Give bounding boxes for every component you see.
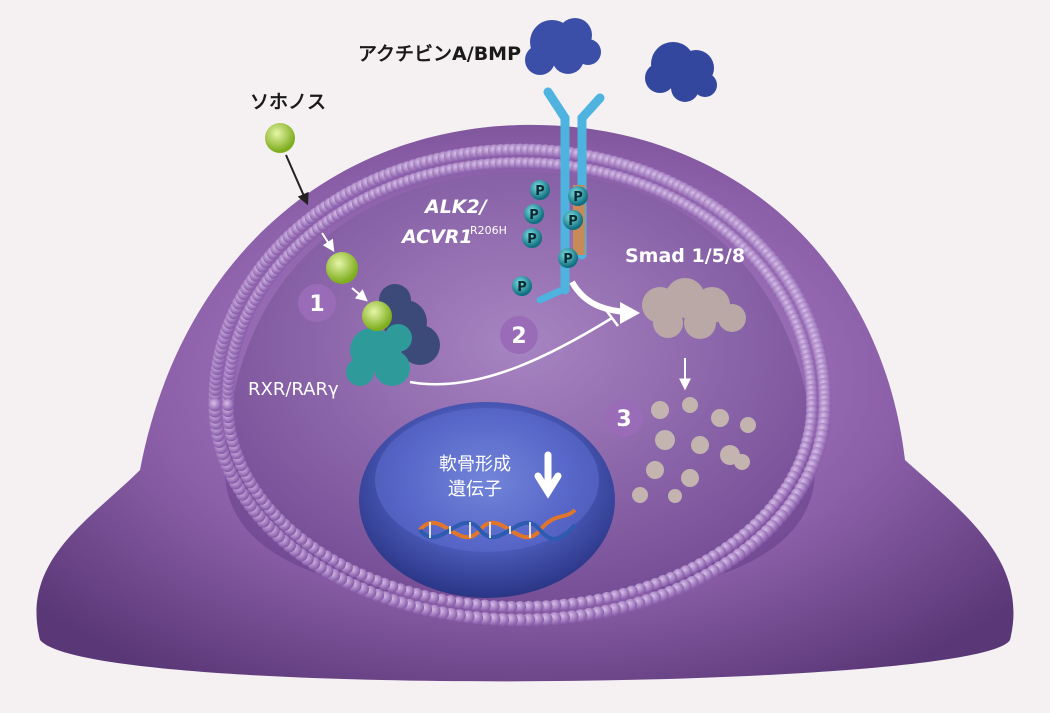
- svg-text:2: 2: [511, 324, 526, 349]
- phosphate-label: P: [535, 184, 545, 199]
- phosphate-circle: [530, 180, 550, 200]
- smad-fragments: [632, 397, 756, 503]
- membrane-bead: [487, 600, 500, 613]
- phosphate-label: P: [517, 280, 527, 295]
- membrane-bead: [540, 600, 553, 613]
- activation-arrowhead: [620, 302, 640, 324]
- step-badge-2: 2: [500, 316, 538, 354]
- svg-text:1: 1: [309, 292, 324, 317]
- ligand-blob-2: [645, 42, 717, 102]
- label-sohonos: ソホノス: [250, 91, 326, 113]
- membrane-bead: [496, 600, 509, 613]
- membrane-bead: [531, 600, 544, 613]
- label-acvr1: ACVR1: [400, 226, 473, 248]
- phosphate-label: P: [563, 252, 573, 267]
- membrane-bead: [505, 600, 518, 613]
- phosphate-label: P: [568, 214, 578, 229]
- phosphate-label: P: [529, 208, 539, 223]
- ligand-blob-1: [525, 18, 601, 75]
- phosphate-label: P: [573, 190, 583, 205]
- label-activin-bmp: アクチビンA/BMP: [358, 43, 521, 65]
- phosphate-circle: [563, 210, 583, 230]
- drug-ball-outside: [265, 123, 295, 153]
- label-rxr: RXR/RARγ: [248, 379, 339, 400]
- phosphate-circle: [522, 228, 542, 248]
- phosphate-circle: [558, 248, 578, 268]
- dna-helix: [418, 451, 577, 541]
- inhibition-bar: [605, 309, 619, 327]
- label-gene-line1: 軟骨形成: [439, 454, 511, 475]
- drug-ball-inside: [326, 252, 358, 284]
- inhibition-arc: [409, 316, 613, 386]
- arrow-drug-3: [351, 287, 368, 302]
- membrane-bead: [470, 598, 483, 611]
- phosphate-circle: [524, 204, 544, 224]
- svg-text:3: 3: [616, 407, 631, 432]
- membrane-bead: [222, 399, 234, 411]
- membrane-beads: [208, 143, 832, 627]
- phosphate-circle: [512, 276, 532, 296]
- label-gene-line2: 遺伝子: [448, 479, 502, 500]
- smad-cluster: [642, 278, 746, 339]
- label-r206h: R206H: [470, 224, 507, 237]
- step-badge-3: 3: [605, 399, 643, 437]
- phosphate-circle: [568, 186, 588, 206]
- membrane-bead: [566, 597, 579, 610]
- arrow-drug-entry: [285, 154, 309, 206]
- rxr-rar-complex: [346, 284, 440, 386]
- membrane-bead: [208, 398, 222, 412]
- membrane-bead: [522, 600, 535, 613]
- nucleus: [359, 402, 615, 598]
- label-alk2: ALK2/: [423, 196, 489, 218]
- activation-arrow: [569, 280, 626, 315]
- label-smad: Smad 1/5/8: [625, 245, 745, 267]
- step-badge-1: 1: [298, 284, 336, 322]
- arrow-drug-2: [321, 232, 335, 253]
- membrane-bead: [549, 599, 562, 612]
- phosphate-label: P: [527, 232, 537, 247]
- membrane-bead: [478, 599, 491, 612]
- membrane-bead: [557, 598, 570, 611]
- membrane-bead: [514, 601, 526, 613]
